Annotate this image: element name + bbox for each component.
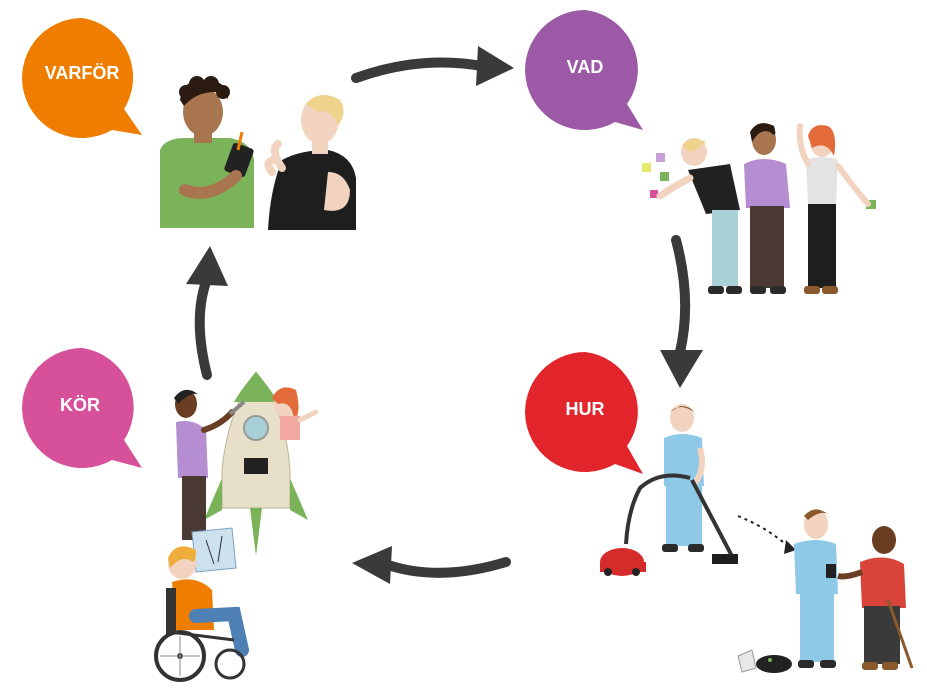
bubble-vad-shape [525, 10, 643, 130]
bubble-kor-shape [22, 348, 142, 468]
cycle-arrows [186, 46, 703, 584]
vacuum-cleaner-person-icon [600, 404, 738, 576]
bubble-varfor: VARFÖR [22, 18, 142, 138]
bubble-hur-shape [525, 352, 643, 474]
rocket-build-icon [174, 371, 319, 556]
brainstorm-group-icon [642, 123, 876, 294]
robot-vacuum-icon [737, 649, 792, 673]
interview-people-icon [160, 76, 356, 230]
bubble-vad-label: VAD [567, 57, 604, 77]
bubble-varfor-label: VARFÖR [45, 63, 120, 83]
bubble-hur: HUR [525, 352, 643, 474]
arrow-top [351, 46, 514, 86]
wheelchair-person-icon [154, 527, 249, 682]
bubble-varfor-shape [22, 18, 142, 138]
helping-person-icon [737, 509, 914, 670]
arrow-bottom [352, 546, 511, 584]
arrow-left [186, 246, 228, 380]
bubble-hur-label: HUR [566, 399, 605, 419]
bubble-vad: VAD [525, 10, 643, 130]
bubble-kor-label: KÖR [60, 395, 100, 415]
bubble-kor: KÖR [22, 348, 142, 468]
arrow-right [660, 235, 703, 388]
